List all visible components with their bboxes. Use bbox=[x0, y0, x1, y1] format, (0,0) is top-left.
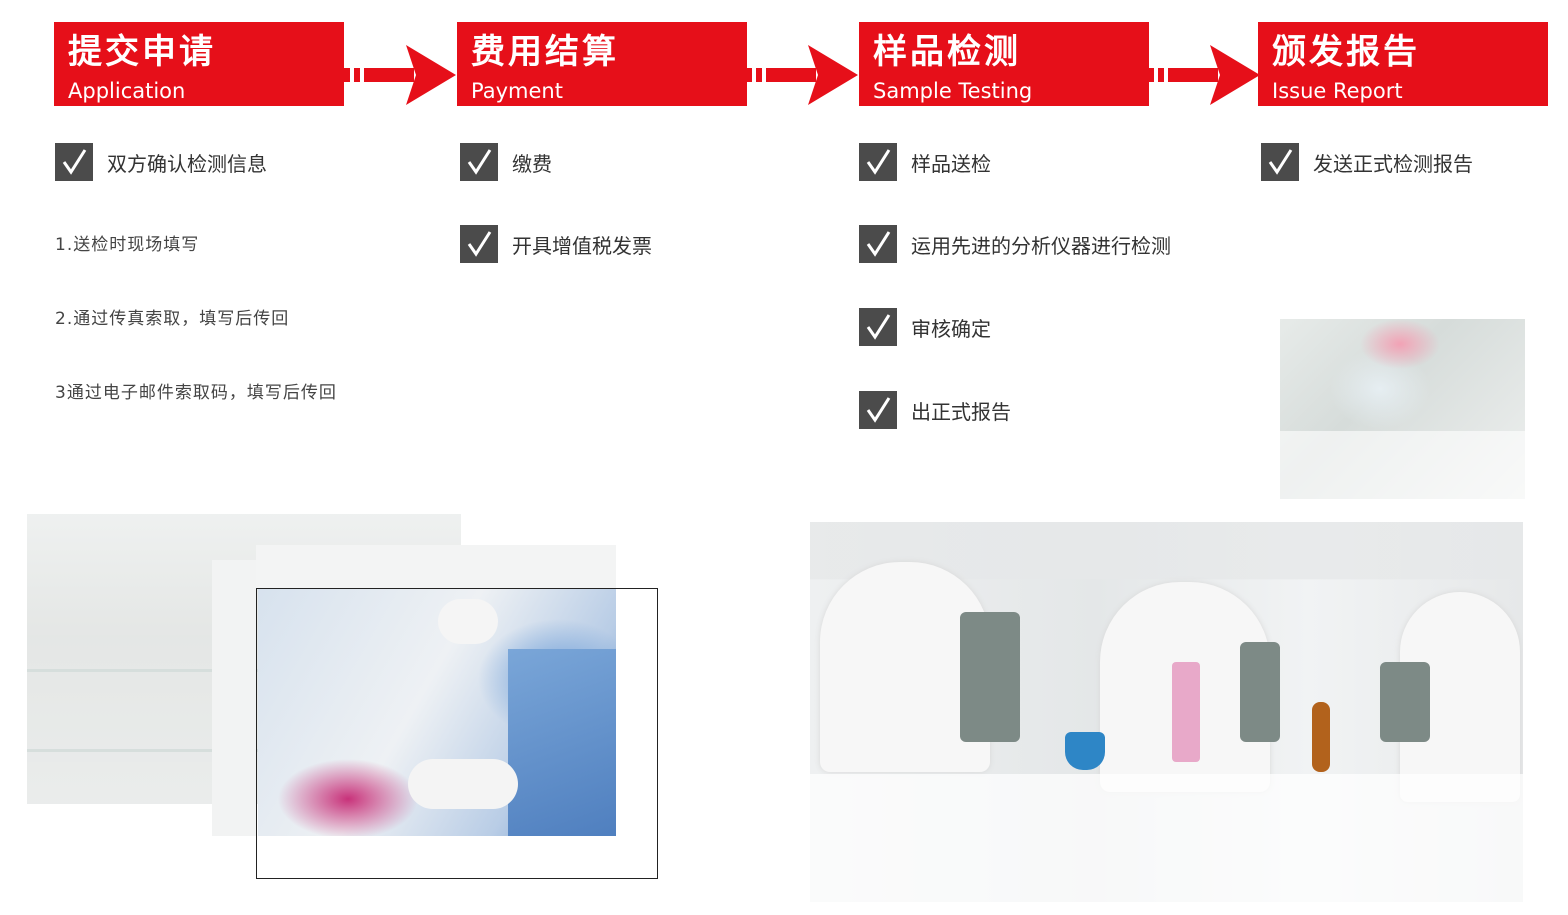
arrow-right-icon bbox=[344, 45, 456, 105]
check-label: 开具增值税发票 bbox=[512, 233, 652, 258]
testing-check-item: 出正式报告 bbox=[859, 391, 1011, 429]
photo-frame-panel bbox=[212, 560, 256, 836]
report-check-item: 发送正式检测报告 bbox=[1261, 143, 1473, 181]
payment-check-item: 开具增值税发票 bbox=[460, 225, 652, 263]
checkmark-icon bbox=[1261, 143, 1299, 181]
application-note: 1.送检时现场填写 bbox=[55, 235, 200, 255]
check-label: 发送正式检测报告 bbox=[1313, 151, 1473, 176]
testing-check-item: 样品送检 bbox=[859, 143, 991, 181]
checkmark-icon bbox=[55, 143, 93, 181]
pipette-photo bbox=[258, 589, 616, 836]
application-note: 3通过电子邮件索取码，填写后传回 bbox=[55, 383, 337, 403]
step-report-header: 颁发报告 Issue Report bbox=[1258, 22, 1548, 106]
checkmark-icon bbox=[859, 391, 897, 429]
testing-check-item: 审核确定 bbox=[859, 308, 991, 346]
checkmark-icon bbox=[460, 225, 498, 263]
step-title-en: Issue Report bbox=[1272, 79, 1403, 103]
check-label: 运用先进的分析仪器进行检测 bbox=[911, 233, 1171, 258]
checkmark-icon bbox=[859, 225, 897, 263]
step-payment-header: 费用结算 Payment bbox=[457, 22, 747, 106]
application-check-item: 双方确认检测信息 bbox=[55, 143, 267, 181]
arrow-right-icon bbox=[746, 45, 858, 105]
photo-frame-panel bbox=[256, 545, 616, 589]
checkmark-icon bbox=[859, 143, 897, 181]
glovebox-lab-photo bbox=[1280, 319, 1525, 499]
check-label: 出正式报告 bbox=[911, 399, 1011, 424]
check-label: 缴费 bbox=[512, 151, 552, 176]
payment-check-item: 缴费 bbox=[460, 143, 552, 181]
check-label: 双方确认检测信息 bbox=[107, 151, 267, 176]
check-label: 样品送检 bbox=[911, 151, 991, 176]
step-application-header: 提交申请 Application bbox=[54, 22, 344, 106]
photo-outline-frame bbox=[256, 588, 658, 879]
checkmark-icon bbox=[460, 143, 498, 181]
step-title-en: Payment bbox=[471, 79, 563, 103]
step-title-en: Sample Testing bbox=[873, 79, 1033, 103]
step-title-zh: 颁发报告 bbox=[1272, 32, 1420, 72]
check-label: 审核确定 bbox=[911, 316, 991, 341]
checkmark-icon bbox=[859, 308, 897, 346]
application-note: 2.通过传真索取，填写后传回 bbox=[55, 309, 290, 329]
microscope-lab-photo bbox=[810, 522, 1523, 902]
arrow-right-icon bbox=[1148, 45, 1260, 105]
step-title-zh: 提交申请 bbox=[68, 32, 216, 72]
testing-check-item: 运用先进的分析仪器进行检测 bbox=[859, 225, 1171, 263]
step-title-zh: 费用结算 bbox=[471, 32, 619, 72]
step-testing-header: 样品检测 Sample Testing bbox=[859, 22, 1149, 106]
step-title-en: Application bbox=[68, 79, 186, 103]
step-title-zh: 样品检测 bbox=[873, 32, 1021, 72]
